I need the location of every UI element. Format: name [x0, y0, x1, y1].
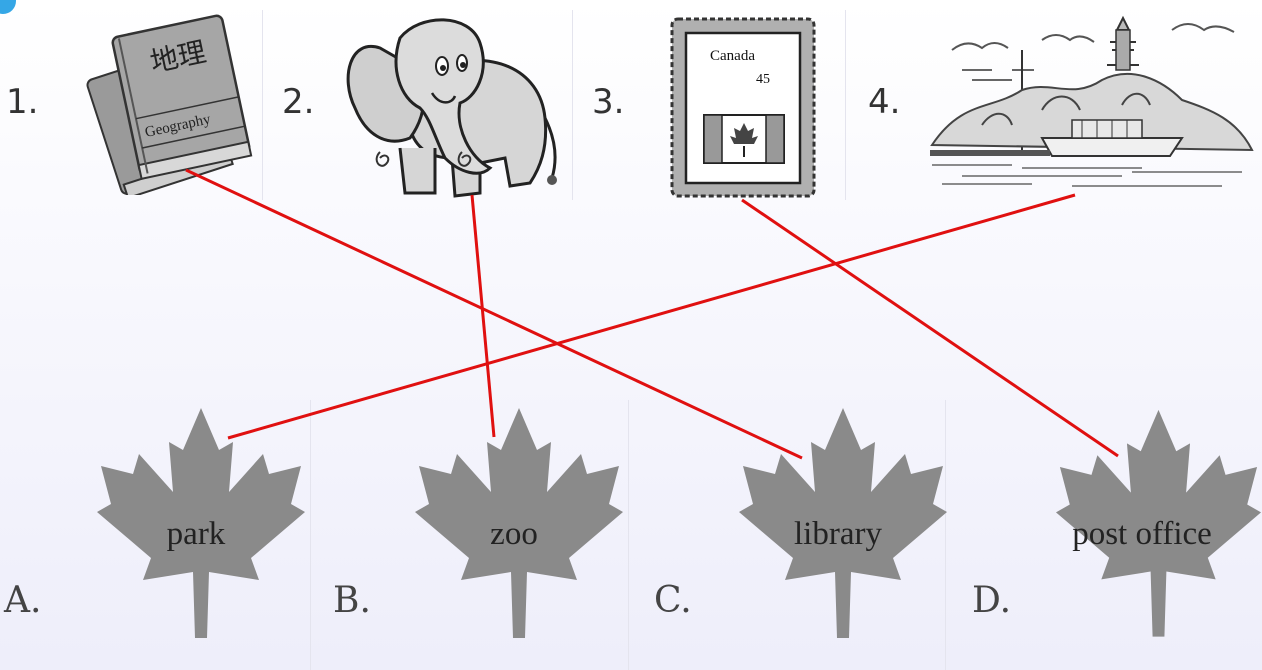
column-divider — [945, 400, 946, 670]
match-line-4-a — [227, 193, 1076, 440]
place-letter-d: D. — [972, 580, 1012, 621]
canada-stamp-icon[interactable]: Canada 45 — [668, 15, 818, 200]
geography-books-icon[interactable]: 地理 Geography — [70, 5, 255, 195]
place-letter-b: B. — [333, 580, 371, 621]
stamp-country: Canada — [710, 48, 755, 64]
place-label-post-office: post office — [1072, 516, 1212, 552]
picture-number-3: 3. — [592, 82, 625, 122]
place-label-zoo: zoo — [490, 516, 538, 552]
picture-number-1: 1. — [6, 82, 39, 122]
column-divider — [262, 10, 263, 200]
place-letter-c: C. — [654, 580, 692, 621]
stamp-value: 45 — [756, 72, 770, 87]
place-label-park: park — [166, 516, 226, 552]
harbour-scene-icon[interactable] — [922, 10, 1257, 195]
match-line-2-b — [470, 194, 496, 438]
column-divider — [628, 400, 629, 670]
elephant-icon[interactable] — [340, 8, 575, 203]
corner-dot — [0, 0, 16, 14]
place-letter-a: A. — [4, 580, 42, 621]
column-divider — [310, 400, 311, 670]
picture-number-2: 2. — [282, 82, 315, 122]
place-label-library: library — [794, 516, 882, 552]
column-divider — [572, 10, 573, 200]
column-divider — [845, 10, 846, 200]
picture-number-4: 4. — [868, 82, 901, 122]
